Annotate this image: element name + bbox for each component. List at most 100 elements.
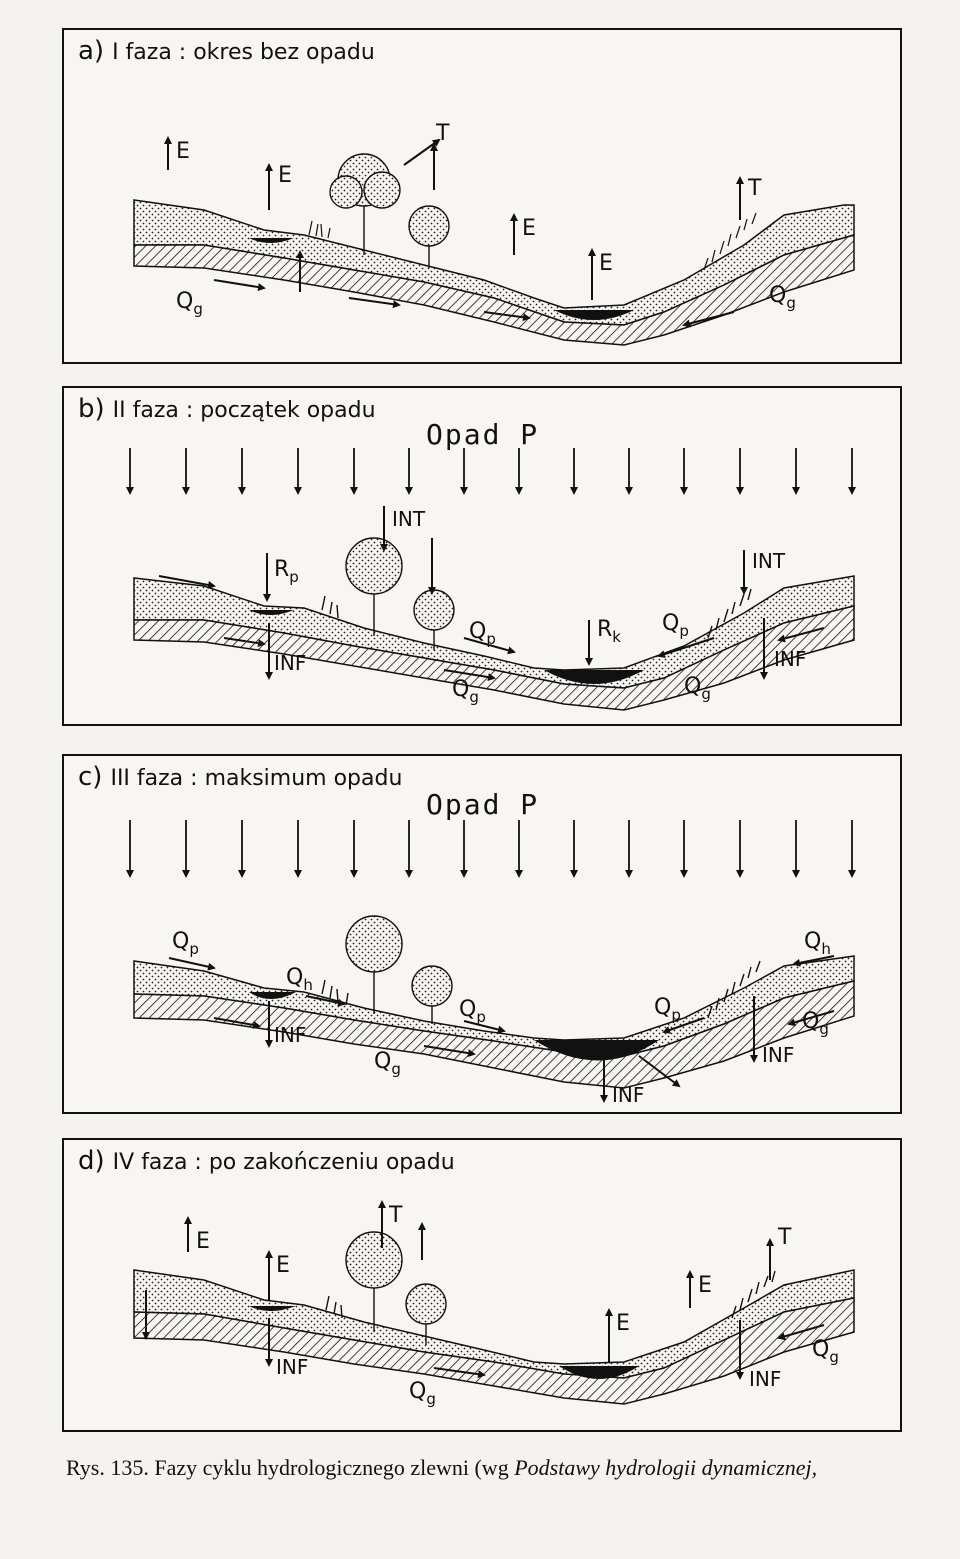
tree-icon — [345, 915, 403, 973]
panel-d-letter: d) — [78, 1146, 105, 1176]
panel-c-title: c) III faza : maksimum opadu — [78, 762, 402, 792]
panel-a-title: a) I faza : okres bez opadu — [78, 36, 375, 66]
pond — [249, 1306, 296, 1311]
tree-icon — [413, 589, 455, 631]
panel-c-title-text: III faza : maksimum opadu — [110, 766, 403, 791]
label-T: T — [388, 1203, 403, 1228]
groundwater-flow-arrow — [423, 1045, 476, 1058]
label-T: T — [435, 121, 450, 146]
label-Qg: Qg — [684, 674, 711, 703]
groundwater-flow-arrow — [787, 1010, 835, 1027]
panel-c-diagram: Qp Qh Qp Qp Qh INF INF INF Qg Qg — [126, 820, 856, 1107]
panel-b-letter: b) — [78, 394, 105, 424]
label-Qp: Qp — [172, 929, 199, 958]
panel-a-title-text: I faza : okres bez opadu — [112, 40, 375, 65]
label-Qg: Qg — [176, 289, 203, 318]
label-INF: INF — [612, 1083, 644, 1107]
tree-icon — [329, 153, 450, 268]
label-INF: INF — [762, 1043, 794, 1067]
pond — [249, 992, 296, 999]
label-T: T — [747, 176, 762, 201]
panel-d: d) IV faza : po zakończeniu opadu — [62, 1138, 902, 1432]
label-INF: INF — [274, 1023, 306, 1047]
label-Qp: Qp — [662, 611, 689, 640]
panel-b-title: b) II faza : początek opadu — [78, 394, 376, 424]
label-E: E — [278, 163, 292, 188]
panel-b-diagram: INT INT Rp Rk Qp Qp INF INF Qg Qg — [126, 448, 856, 711]
label-Rk: Rk — [597, 617, 621, 646]
label-Qh: Qh — [804, 929, 831, 958]
label-E: E — [698, 1273, 712, 1298]
groundwater-flow-arrow — [213, 279, 266, 292]
label-INT: INT — [752, 549, 786, 573]
panel-c-letter: c) — [78, 762, 103, 792]
groundwater-flow-arrow — [777, 627, 825, 643]
groundwater-flow-arrow — [483, 311, 531, 322]
label-INF: INF — [749, 1367, 781, 1391]
panel-d-diagram: E E T T E E INF INF Qg Qg — [133, 1200, 855, 1408]
pond — [249, 238, 294, 243]
groundwater-flow-arrow — [682, 311, 735, 328]
label-Qp: Qp — [469, 619, 496, 648]
tree-icon — [411, 965, 453, 1007]
panel-a-diagram: E E E E T T Qg Qg — [133, 121, 855, 346]
tree-icon — [345, 537, 403, 595]
panel-c: c) III faza : maksimum opadu Opad P — [62, 754, 902, 1114]
label-E: E — [522, 216, 536, 241]
surface-runoff-arrow — [662, 1017, 705, 1034]
river — [559, 1366, 639, 1379]
label-INF: INF — [274, 651, 306, 675]
label-Qh: Qh — [286, 965, 313, 994]
figure-caption: Rys. 135. Fazy cyklu hydrologicznego zle… — [66, 1455, 956, 1481]
precipitation-label: Opad P — [426, 418, 540, 451]
label-T: T — [777, 1225, 792, 1250]
groundwater-flow-arrow — [443, 669, 496, 682]
surface-runoff-arrow — [463, 1020, 506, 1034]
grass-icon — [308, 212, 757, 271]
label-Qg: Qg — [769, 283, 796, 312]
label-Qg: Qg — [812, 1337, 839, 1366]
label-Qg: Qg — [374, 1049, 401, 1078]
surface-runoff-arrow — [168, 957, 216, 971]
surface-runoff-arrow — [158, 575, 216, 589]
label-E: E — [599, 251, 613, 276]
label-Qp: Qp — [459, 997, 486, 1026]
seepage-arrow — [638, 1055, 681, 1088]
caption-text: Rys. 135. Fazy cyklu hydrologicznego zle… — [66, 1455, 515, 1480]
ground-layer — [133, 980, 855, 1089]
river — [534, 1040, 659, 1061]
subsurface-flow-arrow — [305, 995, 346, 1007]
surface-runoff-arrow — [463, 637, 516, 655]
label-Qg: Qg — [802, 1009, 829, 1038]
groundwater-flow-arrow — [213, 1017, 261, 1029]
label-Qp: Qp — [654, 995, 681, 1024]
label-E: E — [616, 1311, 630, 1336]
ground-layer — [133, 605, 855, 711]
label-Qg: Qg — [409, 1379, 436, 1408]
label-INT: INT — [392, 507, 426, 531]
label-Rp: Rp — [274, 557, 299, 586]
panel-d-title-text: IV faza : po zakończeniu opadu — [112, 1150, 455, 1175]
panel-b-title-text: II faza : początek opadu — [112, 398, 376, 423]
label-E: E — [196, 1229, 210, 1254]
ground-layer — [133, 234, 855, 346]
panel-d-title: d) IV faza : po zakończeniu opadu — [78, 1146, 455, 1176]
panel-a: a) I faza : okres bez opadu — [62, 28, 902, 364]
groundwater-flow-arrow — [777, 1324, 825, 1341]
grass-icon — [321, 588, 752, 639]
subsurface-flow-arrow — [792, 955, 835, 967]
tree-icon — [405, 1283, 447, 1325]
precipitation-label: Opad P — [426, 788, 540, 821]
panel-a-letter: a) — [78, 36, 105, 66]
panel-b: b) II faza : początek opadu Opad P — [62, 386, 902, 726]
grass-icon — [321, 960, 761, 1019]
groundwater-flow-arrow — [223, 637, 266, 648]
tree-icon — [345, 1231, 403, 1289]
label-Qg: Qg — [452, 677, 479, 706]
label-INF: INF — [774, 647, 806, 671]
label-E: E — [176, 139, 190, 164]
grass-icon — [325, 1270, 776, 1319]
groundwater-flow-arrow — [348, 297, 401, 309]
label-E: E — [276, 1253, 290, 1278]
river — [544, 670, 644, 684]
